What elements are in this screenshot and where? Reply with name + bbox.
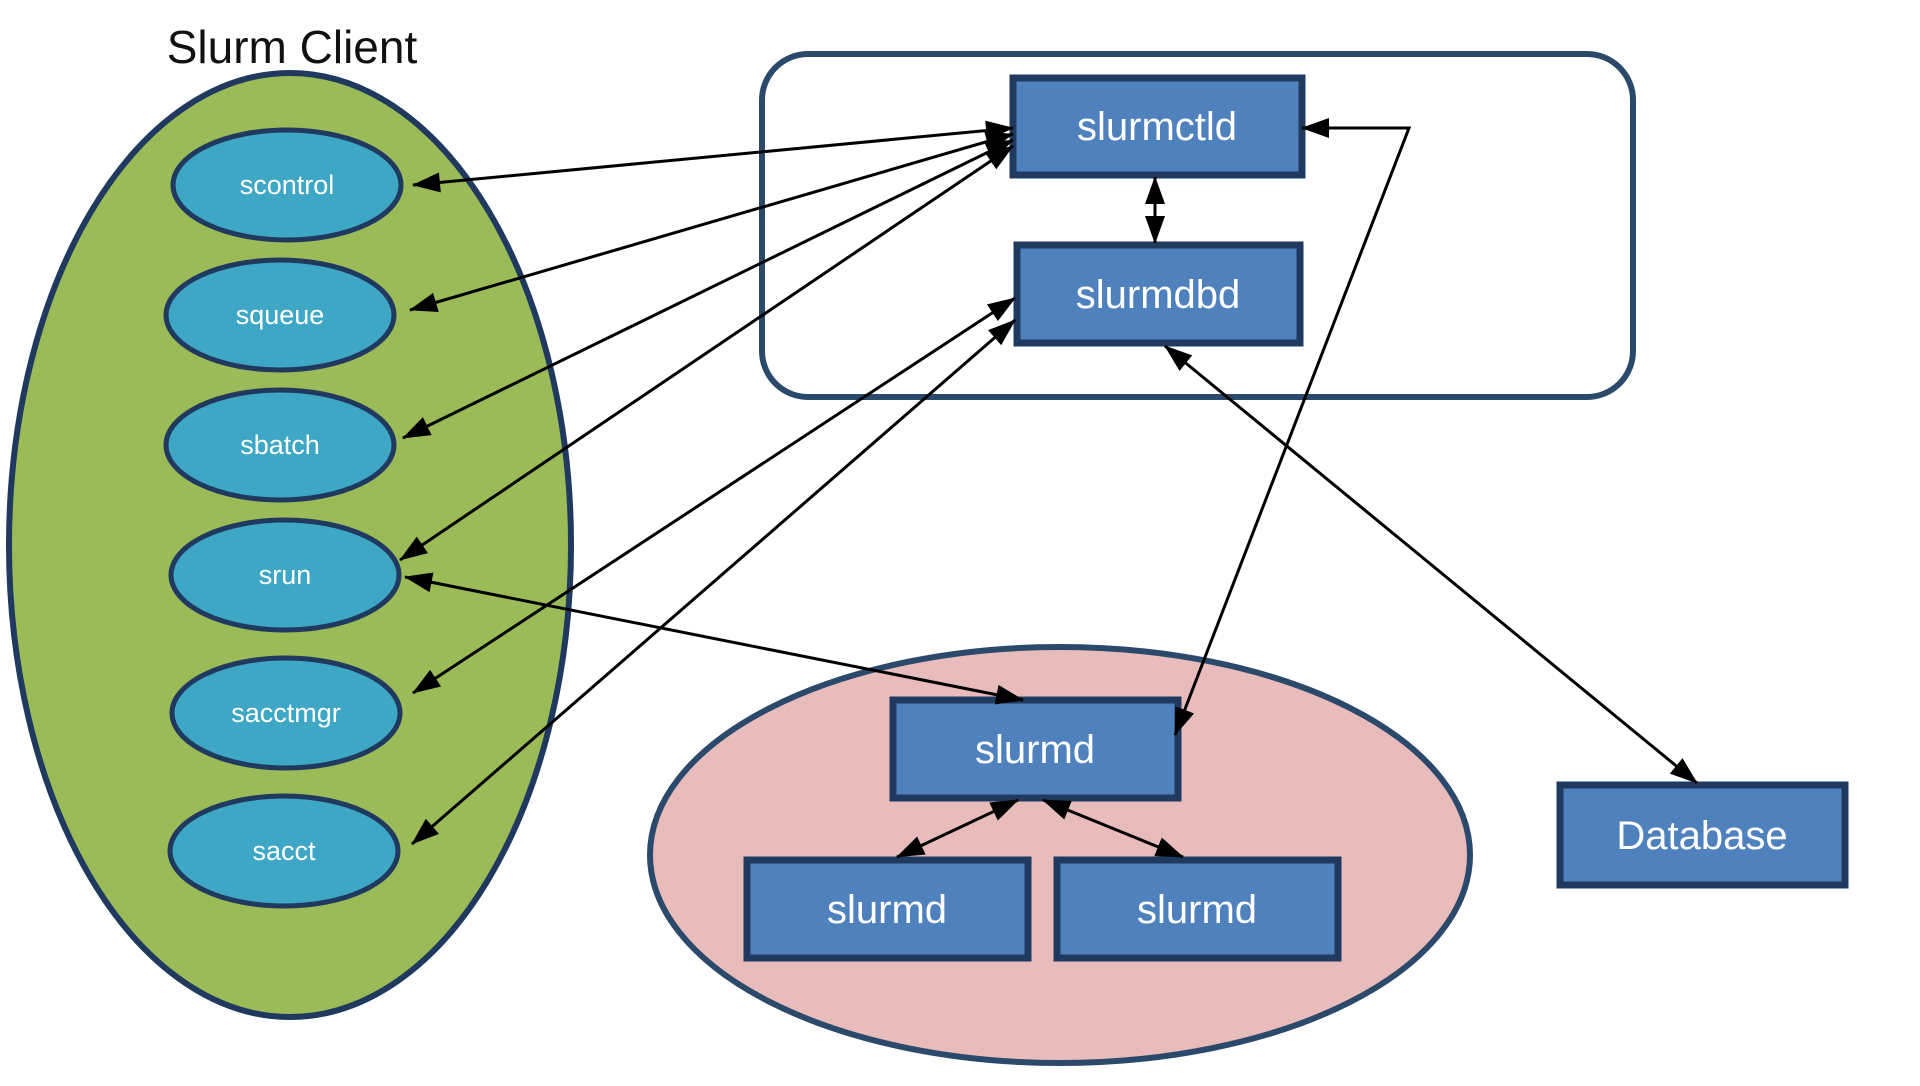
client-group: Slurm Client scontrol squeue sbatch srun… <box>6 21 574 1020</box>
client-item-sbatch-label: sbatch <box>240 430 320 460</box>
node-database-label: Database <box>1616 814 1787 858</box>
node-slurmd-child-1: slurmd <box>743 856 1032 962</box>
edges <box>399 118 1698 859</box>
node-slurmdbd-label: slurmdbd <box>1076 273 1241 317</box>
edge-slurmdbd-database <box>1164 344 1698 785</box>
client-item-sacct-shape <box>167 793 401 909</box>
edge-slurmd-head-child-2 <box>1042 798 1184 859</box>
client-item-sacctmgr-label: sacctmgr <box>231 698 341 728</box>
node-slurmd-head-label: slurmd <box>975 728 1095 772</box>
client-item-scontrol: scontrol <box>170 127 404 243</box>
client-item-srun-shape <box>168 517 402 633</box>
client-group-title: Slurm Client <box>167 21 418 73</box>
client-item-scontrol-label: scontrol <box>240 170 335 200</box>
node-slurmd-child-1-shape <box>743 856 1032 962</box>
node-slurmd-child-2-shape <box>1053 856 1342 962</box>
client-item-sacctmgr-shape <box>169 655 403 771</box>
client-item-srun: srun <box>168 517 402 633</box>
node-slurmctld-label: slurmctld <box>1077 105 1237 149</box>
client-item-sacct-label: sacct <box>252 836 316 866</box>
client-item-sacct: sacct <box>167 793 401 909</box>
node-slurmctld: slurmctld <box>1009 74 1306 179</box>
node-database-shape <box>1556 781 1849 889</box>
node-slurmdbd: slurmdbd <box>1013 241 1304 347</box>
node-slurmd-child-2: slurmd <box>1053 856 1342 962</box>
edge-sacct-slurmdbd <box>411 318 1016 846</box>
node-database: Database <box>1556 781 1849 889</box>
client-item-srun-label: srun <box>259 560 312 590</box>
client-item-squeue-shape <box>163 257 397 373</box>
node-slurmd-child-1-label: slurmd <box>827 888 947 932</box>
client-item-squeue-label: squeue <box>236 300 325 330</box>
compute-group: slurmd slurmd slurmd <box>647 644 1473 1066</box>
edge-slurmd-head-child-1 <box>896 798 1019 859</box>
node-slurmd-head: slurmd <box>889 696 1182 802</box>
client-item-sacctmgr: sacctmgr <box>169 655 403 771</box>
client-item-squeue: squeue <box>163 257 397 373</box>
node-slurmd-child-2-label: slurmd <box>1137 888 1257 932</box>
client-item-sbatch: sbatch <box>163 387 397 503</box>
client-item-sbatch-shape <box>163 387 397 503</box>
